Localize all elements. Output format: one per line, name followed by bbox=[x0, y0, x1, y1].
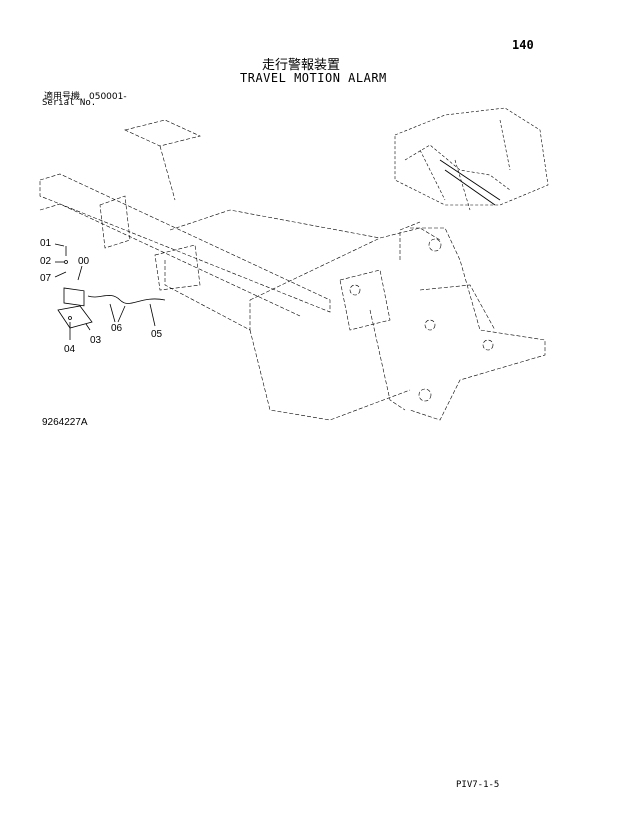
callout-04: 04 bbox=[64, 344, 76, 355]
callout-02: 02 bbox=[40, 256, 52, 267]
harness-cable bbox=[87, 294, 166, 304]
callout-01: 01 bbox=[40, 238, 52, 249]
alarm-parts bbox=[54, 243, 166, 340]
callout-06: 06 bbox=[111, 323, 123, 334]
callout-labels: 01 02 07 00 04 03 06 05 bbox=[40, 238, 163, 355]
drawing-number: 9264227A bbox=[42, 417, 88, 428]
page-code: PIV7-1-5 bbox=[456, 780, 500, 790]
callout-03: 03 bbox=[90, 335, 102, 346]
alarm-unit bbox=[63, 287, 85, 307]
callout-07: 07 bbox=[40, 273, 52, 284]
frame-outline bbox=[39, 119, 546, 421]
callout-00: 00 bbox=[78, 256, 90, 267]
callout-05: 05 bbox=[151, 329, 163, 340]
title-japanese: 走行警報装置 bbox=[262, 58, 341, 73]
inset-view bbox=[394, 107, 549, 211]
serial-applicability-en: Serial No. bbox=[42, 98, 97, 108]
bracket bbox=[57, 305, 93, 329]
title-english: TRAVEL MOTION ALARM bbox=[240, 71, 387, 85]
page-number: 140 bbox=[512, 38, 534, 52]
serial-applicability-jp: 適用号機 050001- bbox=[44, 92, 127, 102]
